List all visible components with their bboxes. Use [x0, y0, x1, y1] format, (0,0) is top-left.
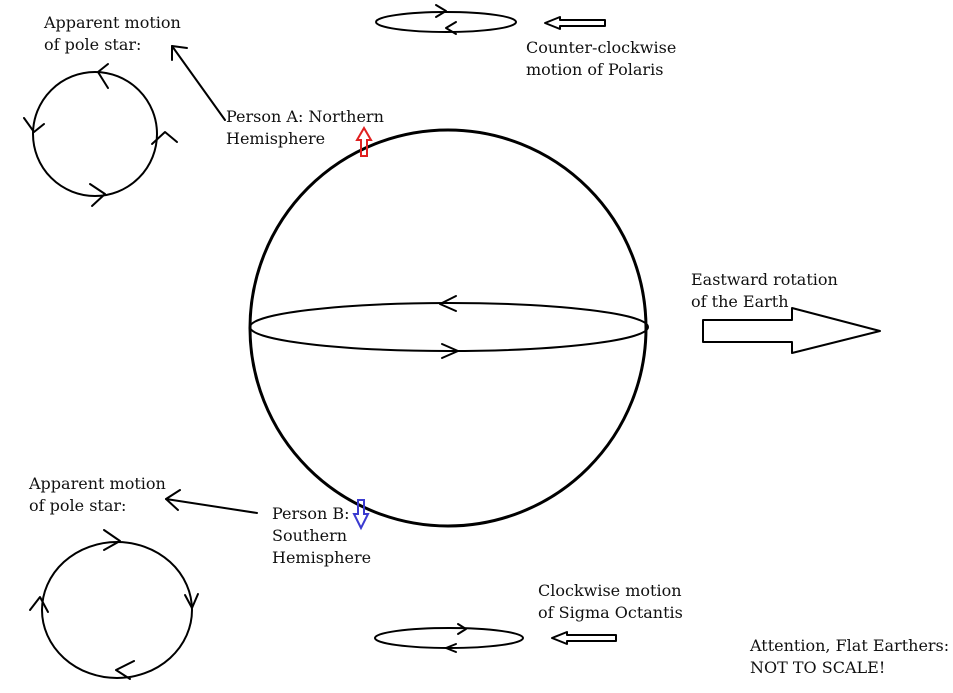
person-b-label-line1: Person B:: [272, 504, 350, 523]
person-b-pointer-arrow: [165, 489, 258, 514]
person-b-label-line2: Southern: [272, 526, 347, 545]
person-a-up-arrow: [355, 126, 373, 157]
scale-note-line2: NOT TO SCALE!: [750, 658, 885, 677]
person-b-label-line3: Hemisphere: [272, 548, 371, 567]
equator-ellipse: [249, 295, 649, 359]
north-pole-star-circle: [23, 63, 178, 207]
sigma-octantis-orbit: [374, 623, 524, 653]
sigma-pointer-arrow: [551, 631, 617, 645]
polaris-orbit: [375, 4, 517, 35]
eastward-rotation-arrow: [702, 307, 881, 354]
person-a-label-line1: Person A: Northern: [226, 107, 384, 126]
polaris-label-line2: motion of Polaris: [526, 60, 663, 79]
polaris-label-line1: Counter-clockwise: [526, 38, 676, 57]
scale-note-line1: Attention, Flat Earthers:: [749, 636, 949, 655]
north-pole-star-label-line1: Apparent motion: [43, 13, 181, 32]
sigma-label-line1: Clockwise motion: [538, 581, 682, 600]
rotation-label-line1: Eastward rotation: [691, 270, 838, 289]
earth-sphere: [248, 128, 648, 528]
south-pole-star-circle: [29, 529, 199, 680]
person-a-label-line2: Hemisphere: [226, 129, 325, 148]
north-pole-star-label-line2: of pole star:: [44, 35, 141, 54]
polaris-pointer-arrow: [544, 16, 606, 30]
south-pole-star-label-line1: Apparent motion: [28, 474, 166, 493]
rotation-label-line2: of the Earth: [691, 292, 789, 311]
south-pole-star-label-line2: of pole star:: [29, 496, 126, 515]
person-a-pointer-arrow: [171, 45, 226, 121]
sigma-label-line2: of Sigma Octantis: [538, 603, 683, 622]
person-b-down-arrow: [352, 499, 370, 531]
